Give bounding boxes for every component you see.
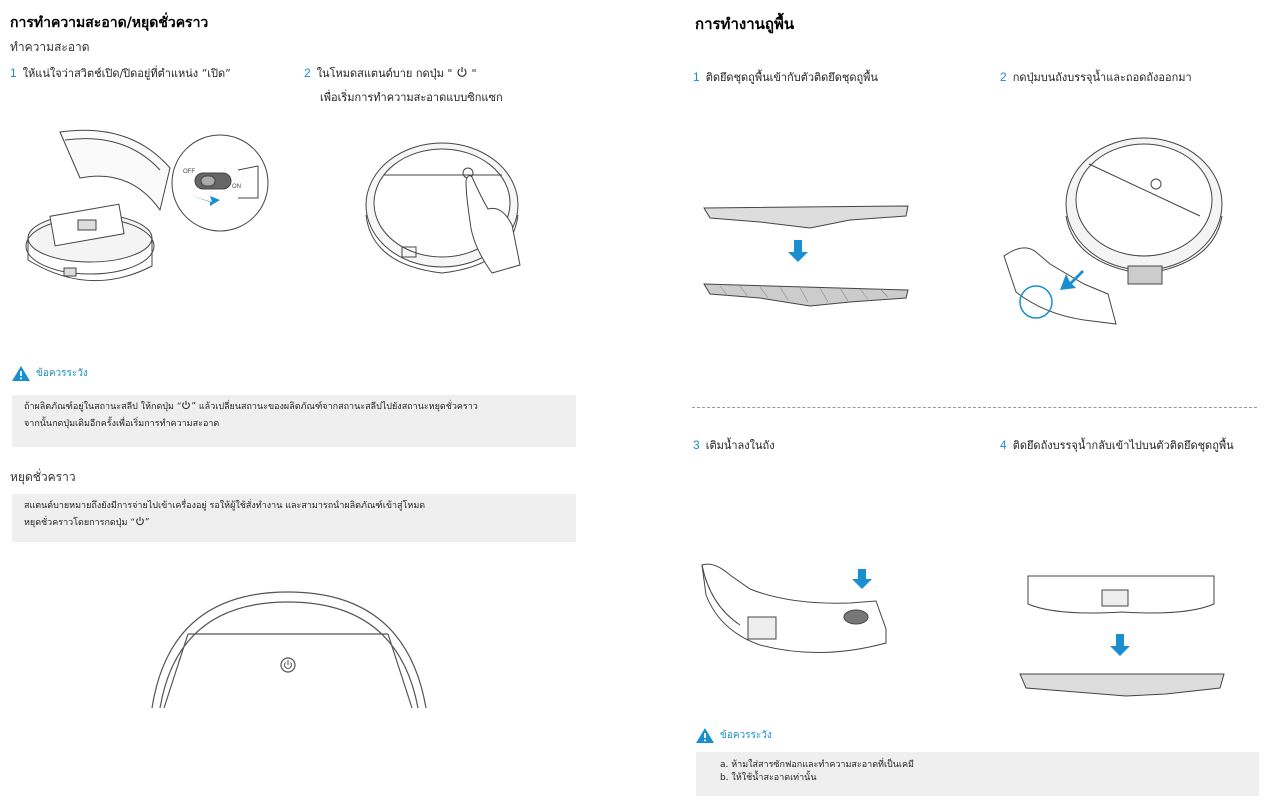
arrow-icon	[1110, 634, 1130, 656]
page-title-mopping: การทำงานถูพื้น	[695, 15, 795, 33]
warning-right: ข้อควรระวัง	[696, 728, 772, 743]
right-step-2: 2 กดปุ่มบนถังบรรจุน้ำและถอดถังออกมา	[1000, 68, 1192, 86]
warning-icon	[12, 366, 30, 381]
step-text: เติมน้ำลงในถัง	[705, 439, 775, 452]
subtitle-cleaning: ทำความสะอาด	[10, 40, 90, 54]
page-title-cleaning: การทำความสะอาด/หยุดชั่วคราว	[10, 15, 209, 31]
step-text: ติดยึดถังบรรจุน้ำกลับเข้าไปบนตัวติดยึดชุ…	[1012, 439, 1234, 452]
section-divider	[692, 407, 1257, 408]
step-number: 1	[10, 66, 17, 80]
warning-icon	[696, 728, 714, 743]
robot-top-illustration	[151, 591, 427, 709]
left-step-2: 2 ในโหมดสแตนด์บาย กดปุ่ม " " เพื่อเริ่มกา…	[304, 64, 503, 106]
step-text-line2: เพื่อเริ่มการทำความสะอาดแบบซิกแซก	[320, 91, 503, 104]
power-icon	[182, 400, 191, 410]
right-step-1: 1 ติดยึดชุดถูพื้นเข้ากับตัวติดยึดชุดถูพื้…	[693, 68, 878, 86]
robot-press-illustration	[365, 142, 521, 274]
power-icon	[457, 67, 467, 77]
step-text: ในโหมดสแตนด์บาย กดปุ่ม "	[316, 67, 453, 80]
note-text: ”	[144, 518, 150, 528]
robot-switch-illustration: OFF ON	[25, 129, 269, 282]
pause-title: หยุดชั่วคราว	[10, 470, 76, 484]
note-text: จากนั้นกดปุ่มเดิมอีกครั้งเพื่อเริ่มการทำ…	[24, 419, 220, 429]
note-text: สแตนด์บายหมายถึงยังมีการจ่ายไปเข้าเครื่อ…	[24, 501, 426, 511]
arrow-icon	[1060, 270, 1084, 290]
arrow-icon	[852, 569, 872, 589]
mop-attach-illustration	[703, 205, 909, 307]
note-box-mop: a. ห้ามใส่สารซักฟอกและทำความสะอาดที่เป็น…	[696, 752, 1259, 796]
arrow-icon	[788, 240, 808, 262]
left-step-1: 1 ให้แน่ใจว่าสวิตช์เปิด/ปิดอยู่ที่ตำแหน่ง…	[10, 64, 231, 82]
power-icon	[136, 516, 144, 526]
tank-reattach-illustration	[1019, 575, 1225, 697]
note-text: หยุดชั่วคราวโดยการกดปุ่ม “	[24, 518, 135, 528]
step-text: กดปุ่มบนถังบรรจุน้ำและถอดถังออกมา	[1012, 71, 1192, 84]
note-text: ” แล้วเปลี่ยนสถานะของผลิตภัณฑ์จากสถานะสล…	[191, 402, 478, 412]
warning-label: ข้อควรระวัง	[36, 368, 88, 379]
tank-remove-illustration	[1003, 137, 1223, 325]
arrow-icon	[192, 196, 220, 206]
step-text-end: "	[471, 67, 477, 80]
switch-off-label: OFF	[183, 169, 195, 175]
switch-on-label: ON	[232, 184, 241, 190]
step-number: 2	[304, 66, 311, 80]
right-step-3: 3 เติมน้ำลงในถัง	[693, 436, 775, 454]
warning-left: ข้อควรระวัง	[12, 366, 88, 381]
step-text: ให้แน่ใจว่าสวิตช์เปิด/ปิดอยู่ที่ตำแหน่ง …	[22, 67, 231, 80]
step-number: 1	[693, 70, 700, 84]
note-box-sleep: ถ้าผลิตภัณฑ์อยู่ในสถานะสลีป ให้กดปุ่ม “ ”…	[12, 395, 576, 447]
step-text: ติดยึดชุดถูพื้นเข้ากับตัวติดยึดชุดถูพื้น	[705, 71, 878, 84]
step-number: 4	[1000, 438, 1007, 452]
right-step-4: 4 ติดยึดถังบรรจุน้ำกลับเข้าไปบนตัวติดยึดช…	[1000, 436, 1234, 454]
note-text: ถ้าผลิตภัณฑ์อยู่ในสถานะสลีป ให้กดปุ่ม “	[24, 402, 182, 412]
fill-water-illustration	[701, 563, 887, 653]
warning-label: ข้อควรระวัง	[720, 730, 772, 741]
step-number: 3	[693, 438, 700, 452]
step-number: 2	[1000, 70, 1007, 84]
note-box-standby: สแตนด์บายหมายถึงยังมีการจ่ายไปเข้าเครื่อ…	[12, 494, 576, 542]
note-item-b: b. ให้ใช้น้ำสะอาดเท่านั้น	[720, 773, 817, 783]
note-item-a: a. ห้ามใส่สารซักฟอกและทำความสะอาดที่เป็น…	[720, 760, 914, 770]
